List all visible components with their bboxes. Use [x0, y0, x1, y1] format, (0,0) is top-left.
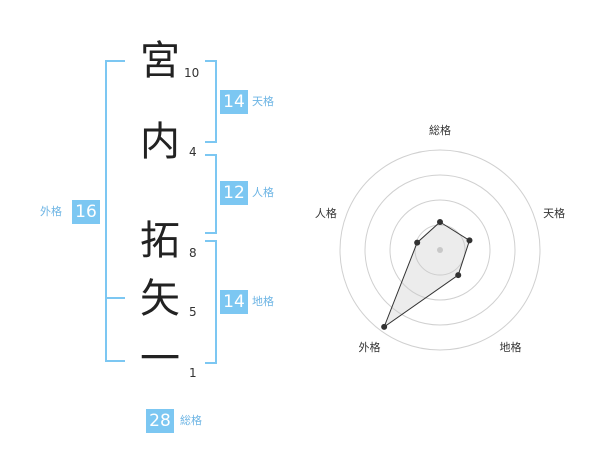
gaikaku-label: 外格 — [40, 205, 62, 218]
radar-axis-label-1: 総格 — [429, 123, 451, 137]
chikaku-bracket — [205, 240, 217, 364]
radar-ring — [364, 174, 516, 326]
soukaku-label: 総格 — [180, 414, 202, 427]
radar-axis-label-5: 人格 — [315, 206, 337, 220]
gaikaku-value: 16 — [72, 200, 100, 224]
radar-series-area — [383, 221, 471, 329]
jinkaku-value: 12 — [220, 181, 248, 205]
radar-point-2 — [466, 237, 473, 244]
chikaku-label: 地格 — [252, 295, 274, 308]
stroke-count-2: 4 — [189, 145, 197, 159]
name-char-5: 一 — [140, 336, 180, 382]
chikaku-value: 14 — [220, 290, 248, 314]
jinkaku-bracket — [205, 154, 217, 234]
stroke-count-1: 10 — [184, 66, 200, 80]
radar-axis-label-2: 天格 — [543, 206, 565, 220]
jinkaku-label: 人格 — [252, 186, 274, 199]
gaikaku-bracket-tick — [105, 297, 125, 299]
stroke-count-3: 8 — [189, 246, 197, 260]
radar-point-5 — [414, 239, 421, 246]
name-char-4: 矢 — [140, 276, 180, 322]
radar-point-4 — [381, 323, 388, 330]
stroke-count-4: 5 — [189, 305, 197, 319]
tenkaku-bracket — [205, 60, 217, 143]
radar-center — [437, 247, 443, 253]
tenkaku-value: 14 — [220, 90, 248, 114]
stroke-count-5: 1 — [189, 366, 197, 380]
tenkaku-label: 天格 — [252, 95, 274, 108]
name-char-2: 内 — [140, 119, 180, 165]
radar-axis-label-3: 地格 — [500, 340, 522, 354]
radar-ring — [389, 199, 491, 301]
name-char-3: 拓 — [140, 218, 180, 264]
gaikaku-bracket — [105, 60, 125, 362]
radar-ring — [339, 149, 541, 351]
radar-axis-label-4: 外格 — [358, 340, 380, 354]
name-char-1: 宮 — [140, 38, 180, 84]
radar-point-1 — [437, 219, 443, 225]
soukaku-value: 28 — [146, 409, 174, 433]
radar-point-3 — [455, 272, 462, 279]
